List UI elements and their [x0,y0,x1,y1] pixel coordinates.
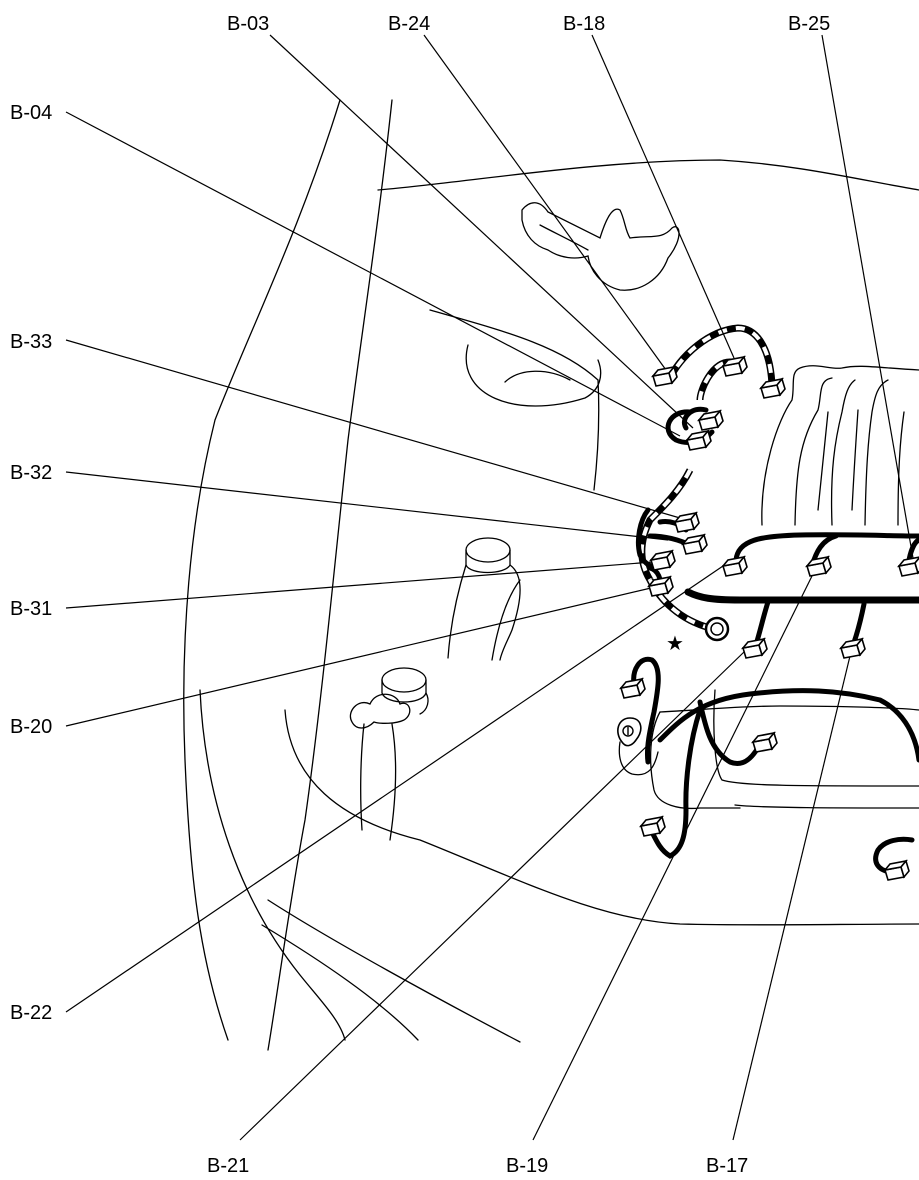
connector-b21-icon [742,638,768,659]
connector-b24-icon [652,366,678,387]
label-b17: B-17 [706,1155,748,1177]
callout-labels: B-03 B-24 B-18 B-25 B-04 B-33 B-32 B-31 … [10,13,830,1177]
leader-b20 [65,587,652,727]
connector-b33-icon [674,512,700,533]
leader-b33 [65,339,681,519]
label-b31: B-31 [10,598,52,620]
leader-b22 [65,565,724,1013]
label-b03: B-03 [227,13,269,35]
label-b18: B-18 [563,13,605,35]
connector-b25-icon [898,556,919,577]
leader-b17 [732,655,851,1141]
star-marker-icon: ★ [666,631,684,655]
harness-main [618,532,919,875]
connector-b03-icon [698,410,724,431]
grommet-icon [704,616,730,642]
label-b04: B-04 [10,102,52,124]
leader-b18 [591,34,735,359]
leader-b21 [239,651,745,1141]
leader-b04 [65,111,681,437]
connector-lower-mid-icon [752,732,778,753]
leader-lines [65,34,914,1141]
leader-b32 [65,471,669,541]
leader-b31 [65,561,654,609]
label-b32: B-32 [10,462,52,484]
connector-b19-icon [806,556,832,577]
connectors [620,356,919,881]
leader-b19 [532,575,813,1141]
label-b19: B-19 [506,1155,548,1177]
label-b22: B-22 [10,1002,52,1024]
body-outline [183,99,919,1051]
connector-top-right-icon [760,378,786,399]
connector-bottom-left-icon [640,816,666,837]
connector-b22-icon [722,556,748,577]
connector-lower-left-icon [620,678,646,699]
label-b24: B-24 [388,13,430,35]
connector-b32-icon [682,534,708,555]
leader-b03 [269,34,694,429]
leader-b24 [423,34,667,371]
connector-b17-icon [840,638,866,659]
connector-b04-icon [686,430,712,451]
ground-terminal-icon [617,717,642,747]
label-b33: B-33 [10,331,52,353]
leader-b25 [821,34,914,559]
label-b21: B-21 [207,1155,249,1177]
connector-bottom-right-icon [884,860,910,881]
connector-b31-icon [650,550,676,571]
label-b25: B-25 [788,13,830,35]
label-b20: B-20 [10,716,52,738]
